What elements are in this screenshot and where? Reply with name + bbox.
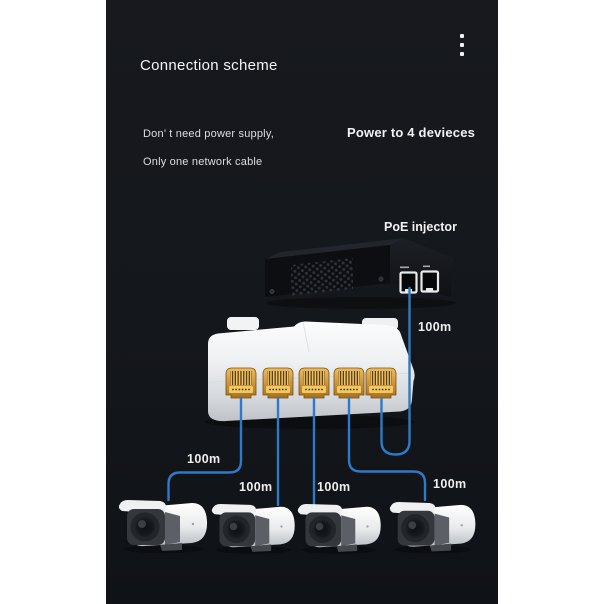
distance-label-cam1: 100m bbox=[187, 452, 221, 466]
rj45-port bbox=[262, 367, 294, 399]
cable-uplink bbox=[380, 286, 411, 456]
rj45-port bbox=[333, 367, 365, 399]
screw bbox=[378, 276, 384, 282]
camera-1 bbox=[117, 498, 209, 555]
camera-3 bbox=[296, 502, 383, 556]
camera-2 bbox=[210, 502, 297, 556]
distance-label-cam3: 100m bbox=[317, 480, 351, 494]
injector-rj45-ports bbox=[399, 265, 440, 294]
scheme-title: Connection scheme bbox=[140, 57, 278, 74]
injector-top-face bbox=[266, 238, 404, 259]
camera-4 bbox=[388, 500, 477, 555]
distance-label-cam2: 100m bbox=[239, 480, 273, 494]
poe-splitter-device bbox=[205, 317, 415, 429]
cameras bbox=[117, 498, 477, 556]
cable-cam1 bbox=[167, 396, 243, 502]
kebab-dot bbox=[460, 43, 464, 47]
screw bbox=[269, 289, 275, 294]
splitter-rj45-ports bbox=[225, 367, 397, 399]
rj45-port bbox=[365, 367, 397, 399]
cable-cam4 bbox=[347, 396, 427, 502]
network-cables bbox=[167, 286, 427, 507]
poe-injector-label: PoE injector bbox=[384, 220, 457, 234]
splitter-top-tab bbox=[227, 317, 259, 330]
injector-vent-grille bbox=[291, 258, 353, 296]
connection-diagram bbox=[117, 238, 477, 556]
kebab-dot bbox=[460, 52, 464, 56]
note-network-cable: Only one network cable bbox=[143, 156, 263, 168]
distance-label-cam4: 100m bbox=[433, 477, 467, 491]
kebab-menu-icon[interactable] bbox=[460, 34, 466, 56]
dark-panel: Connection scheme Don’ t need power supp… bbox=[106, 0, 498, 604]
distance-label-uplink: 100m bbox=[418, 320, 452, 334]
poe-injector-device bbox=[265, 238, 456, 309]
kebab-dot bbox=[460, 34, 464, 38]
rj45-port bbox=[298, 367, 330, 399]
rj45-port bbox=[225, 367, 257, 399]
note-power-supply: Don’ t need power supply, bbox=[143, 128, 274, 140]
power-note: Power to 4 devieces bbox=[347, 125, 476, 140]
